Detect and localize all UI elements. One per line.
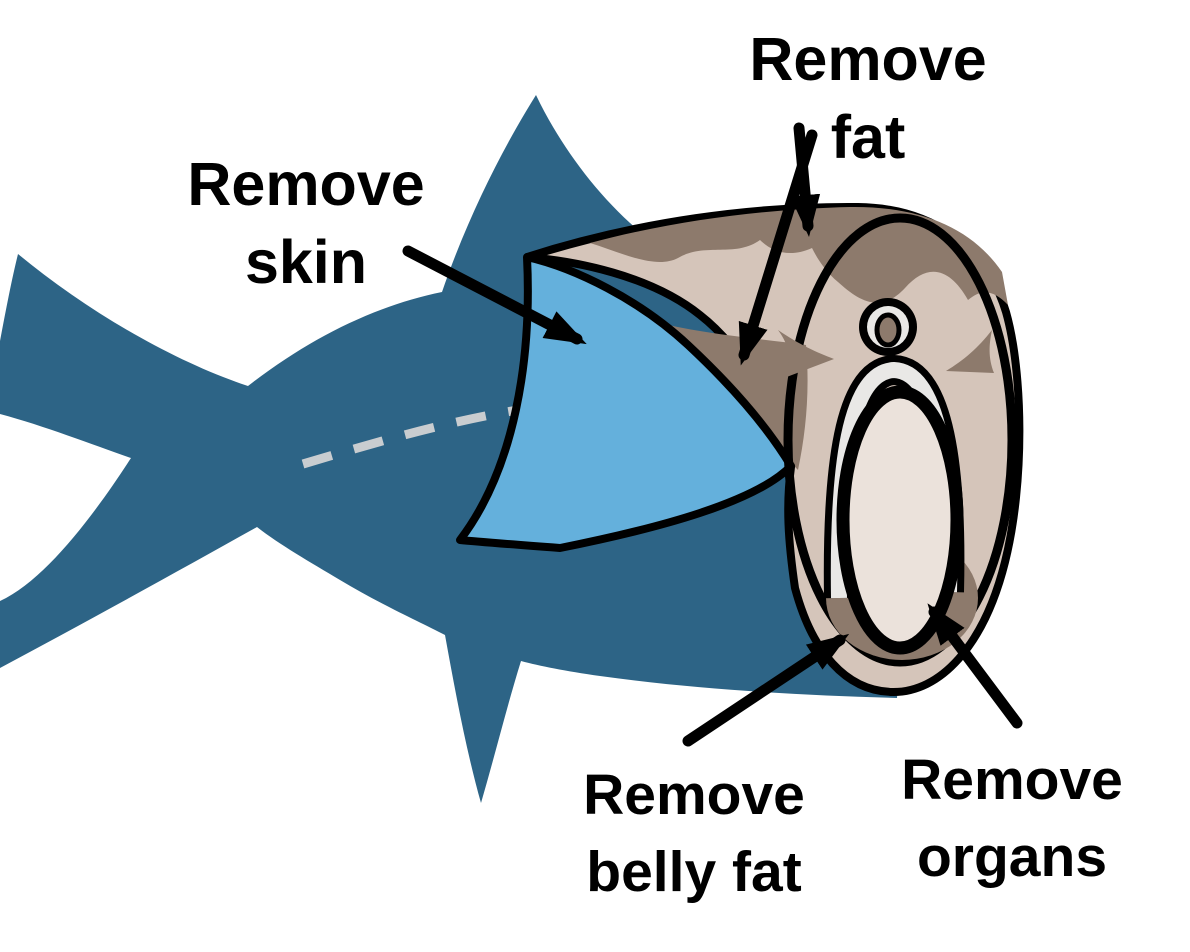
spinal-cord [874,312,902,348]
lateral-line [301,404,525,469]
fat-layer-top [590,206,1008,305]
label-remove-organs-line2: organs [916,825,1108,889]
fat-chevron-left [778,330,834,378]
label-remove-belly-fat-line2: belly fat [586,840,802,904]
arrow-remove-skin [402,245,587,345]
label-remove-fat-line1: Remove [749,25,987,93]
label-remove-belly-fat-line1: Remove [583,763,805,827]
fat-chevron-right [946,330,994,373]
organ-cavity [836,385,964,655]
arrow-remove-belly-fat [682,633,850,747]
label-remove-skin: Remove skin [187,145,424,301]
arrow-remove-organs [927,603,1023,729]
arrow-remove-fat-right [790,122,821,237]
label-remove-skin-line2: skin [244,228,368,296]
cross-section-ring [783,213,1017,667]
label-remove-skin-line1: Remove [187,150,425,218]
label-remove-organs-line1: Remove [901,748,1123,812]
label-remove-organs: Remove organs [901,742,1123,896]
label-remove-belly-fat: Remove belly fat [583,757,805,911]
label-remove-fat-line2: fat [830,103,906,171]
label-remove-fat: Remove fat [749,20,986,176]
